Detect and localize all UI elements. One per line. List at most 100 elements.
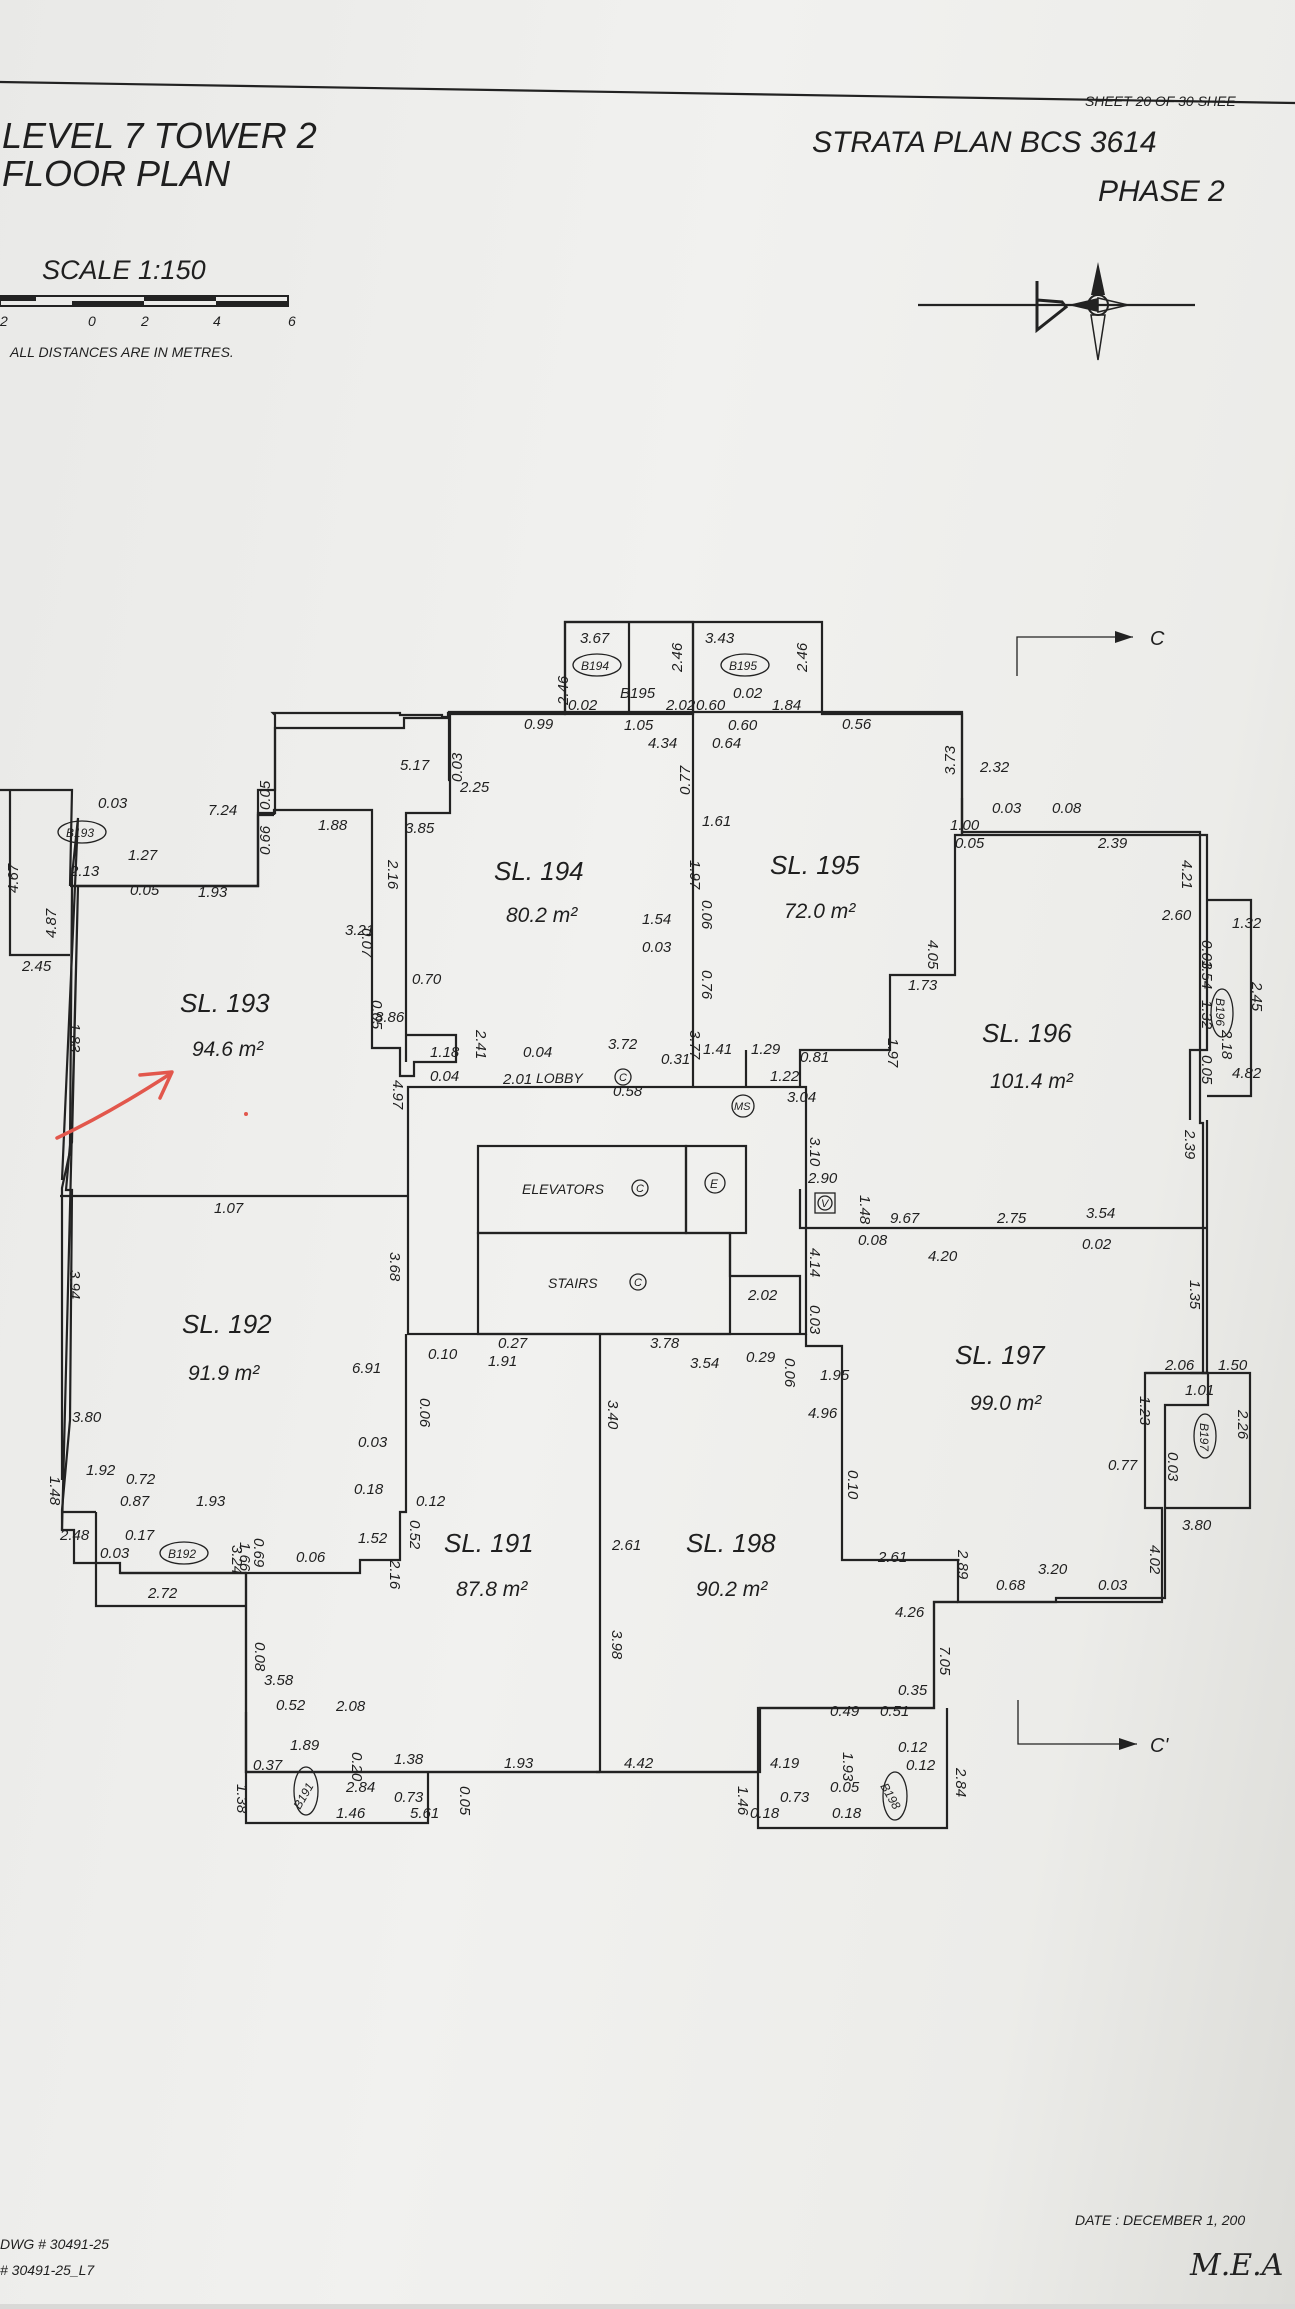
dim-label: 4.97 <box>389 1080 406 1110</box>
dim-label: 0.18 <box>832 1805 862 1822</box>
dim-label: 1.38 <box>394 1751 424 1768</box>
dim-label: 1.32 <box>1198 1000 1215 1030</box>
dim-label: 0.69 <box>250 1538 267 1568</box>
dim-label: 2.06 <box>1164 1357 1195 1374</box>
dim-label: 0.02 <box>568 697 598 714</box>
dim-label: 1.48 <box>856 1195 873 1225</box>
dim-label: 0.03 <box>1098 1577 1128 1594</box>
balcony-labels: B193 B194 B195 B196 B197 B192 B191 B198 <box>57 653 1234 1821</box>
unit-walls <box>60 620 1209 1774</box>
dim-label: 3.98 <box>608 1630 625 1660</box>
dim-label: 0.08 <box>1052 800 1082 817</box>
unit-197-area: 99.0 m² <box>970 1392 1042 1415</box>
dim-label: 0.56 <box>842 716 872 733</box>
dim-label: 4.67 <box>5 863 22 893</box>
dim-label: 2.84 <box>345 1779 375 1796</box>
balcony-b195-icon <box>720 653 770 677</box>
dim-label: 0.06 <box>416 1398 433 1428</box>
dim-label: 2.25 <box>459 779 490 796</box>
dim-label: 0.17 <box>125 1527 155 1544</box>
dim-label: 1.73 <box>908 977 938 994</box>
dim-label: 2.13 <box>69 863 100 880</box>
dim-label: 2.01 <box>502 1071 532 1088</box>
dim-label: 4.42 <box>624 1755 654 1772</box>
dim-label: 3.58 <box>264 1672 294 1689</box>
dim-label: 3.20 <box>1038 1561 1068 1578</box>
dim-label: 1.95 <box>820 1367 850 1384</box>
balcony-outlines <box>0 620 1253 1830</box>
dim-label: 3.77 <box>686 1030 703 1060</box>
dim-label: 3.40 <box>604 1400 621 1430</box>
dim-label: 0.10 <box>844 1470 861 1500</box>
dim-label: 2.61 <box>611 1537 641 1554</box>
section-marker-bottom <box>1017 1700 1137 1750</box>
dim-label: 0.29 <box>746 1349 776 1366</box>
dim-label: 1.35 <box>1186 1280 1203 1310</box>
dim-label: 0.31 <box>661 1051 690 1068</box>
dim-label: 0.05 <box>130 882 160 899</box>
sheet-border-top <box>0 80 1295 105</box>
dim-label: 2.16 <box>384 859 401 890</box>
dim-label: 0.06 <box>698 900 715 930</box>
dim-label: 0.04 <box>523 1044 552 1061</box>
dim-label: 2.60 <box>1161 907 1192 924</box>
dim-label: 0.66 <box>257 825 274 855</box>
dim-label: 0.64 <box>712 735 741 752</box>
balcony-b197-icon <box>1193 1413 1217 1459</box>
balcony-b194: B194 <box>581 659 609 673</box>
dim-label: 0.52 <box>276 1697 306 1714</box>
dim-label: 0.77 <box>677 765 694 795</box>
dim-label: 3.10 <box>806 1137 823 1167</box>
dim-label: 0.08 <box>251 1642 268 1672</box>
dim-label: 0.77 <box>1108 1457 1138 1474</box>
dim-label: 2.02 <box>665 697 696 714</box>
dim-label: 1.93 <box>196 1493 226 1510</box>
dim-label: 8.86 <box>375 1009 405 1026</box>
dim-label: 0.10 <box>428 1346 458 1363</box>
unit-191-area: 87.8 m² <box>456 1578 528 1601</box>
dim-label: 0.03 <box>806 1305 823 1335</box>
dim-label: 3.85 <box>405 820 435 837</box>
dim-label: 0.06 <box>296 1549 326 1566</box>
phase-label: PHASE 2 <box>1098 175 1225 208</box>
dim-label: 2.16 <box>386 1559 403 1590</box>
stairs-label: STAIRS <box>548 1275 598 1291</box>
dim-label: 1.29 <box>751 1041 781 1058</box>
dim-label: 0.12 <box>898 1739 928 1756</box>
dim-label: 1.48 <box>46 1476 63 1506</box>
common-property-icon <box>614 1068 632 1086</box>
scale-tick-0: 0 <box>88 313 96 329</box>
dim-label: 1.93 <box>198 884 228 901</box>
dim-label: 2.46 <box>555 675 572 706</box>
dim-label: 4.26 <box>895 1604 925 1621</box>
dim-label: 3.04 <box>787 1089 816 1106</box>
dim-label: 3.80 <box>72 1409 102 1426</box>
dim-label: 1.54 <box>1198 960 1215 989</box>
dim-label: 1.38 <box>233 1784 250 1814</box>
dim-label: 2.75 <box>996 1210 1027 1227</box>
common-symbol-lobby: C <box>619 1072 627 1084</box>
dimension-labels: 3.67 3.43 2.46 2.46 2.46 B195 0.02 0.02 … <box>5 630 1265 1822</box>
dim-label: 4.05 <box>924 940 941 970</box>
dim-label: 2.61 <box>877 1549 907 1566</box>
dim-label: 2.46 <box>669 642 686 673</box>
dim-label: 0.60 <box>696 697 726 714</box>
dim-label: 2.45 <box>1248 981 1265 1012</box>
dim-label: 1.88 <box>318 817 348 834</box>
dim-label: 3.21 <box>345 922 374 939</box>
unit-195-label: SL. 195 <box>770 850 860 880</box>
dim-label: 0.03 <box>992 800 1022 817</box>
dim-label: 1.41 <box>703 1041 732 1058</box>
balcony-b197: B197 <box>1197 1423 1211 1452</box>
dim-label: 0.05 <box>955 835 985 852</box>
dim-label: 0.76 <box>698 970 715 1000</box>
dim-label: 3.72 <box>608 1036 638 1053</box>
dim-label: 4.21 <box>1178 860 1195 889</box>
dim-label: 2.46 <box>794 642 811 673</box>
dim-label: 2.32 <box>979 759 1010 776</box>
dim-label: 0.03 <box>1164 1452 1181 1482</box>
dim-label: 2.45 <box>21 958 52 975</box>
dim-label: 0.08 <box>858 1232 888 1249</box>
scale-bar <box>0 295 289 307</box>
